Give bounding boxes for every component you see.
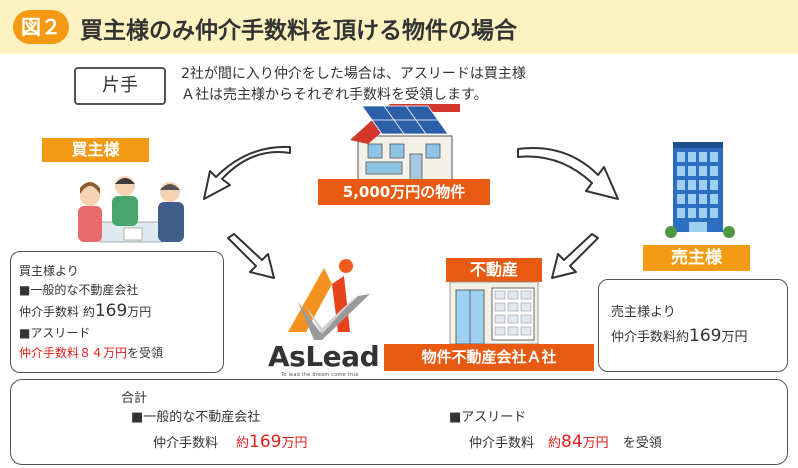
buyer-label: 買主様 — [42, 138, 149, 162]
arrow-buyer-to-aslead-icon — [227, 233, 275, 279]
seller-box-line-1: 売主様より — [611, 305, 676, 320]
agency-store-illustration — [446, 258, 542, 345]
buyer-box-line-2: ■一般的な不動産会社 — [19, 283, 139, 297]
total-general-fee: 仲介手数料 約169万円 — [153, 432, 308, 452]
total-aslead-fee: 仲介手数料約84万円を受領 — [469, 432, 662, 452]
total-general-fee-prefix: 約 — [236, 436, 250, 451]
aslead-logo-text: AsLead — [268, 340, 380, 373]
total-aslead-fee-prefix: 約 — [548, 436, 562, 451]
seller-label: 売主様 — [643, 245, 750, 271]
property-label: 5,000万円の物件 — [318, 179, 490, 205]
building-illustration — [665, 142, 735, 238]
buyer-fee-box: 買主様より ■一般的な不動産会社 仲介手数料 約169万円 ■アスリード 仲介手… — [10, 251, 224, 373]
intro-line-1: 2社が間に入り仲介をした場合は、アスリードは買主様 — [181, 66, 526, 82]
buyer-box-aslead-fee: 仲介手数料８４万円 — [19, 346, 128, 360]
total-title: 合計 — [121, 391, 148, 406]
arrow-house-to-buyer-icon — [203, 145, 291, 200]
figure-badge: 図２ — [13, 10, 69, 44]
buyer-box-fee-unit: 万円 — [127, 305, 152, 319]
intro-text: 2社が間に入り仲介をした場合は、アスリードは買主様 Ａ社は売主様からそれぞれ手数… — [181, 64, 526, 106]
aslead-logo-icon — [288, 259, 370, 340]
buyers-illustration — [78, 176, 184, 243]
buyer-box-line-4: ■アスリード — [19, 326, 91, 340]
total-aslead-fee-value: 84 — [561, 432, 583, 452]
page-title: 買主様のみ仲介手数料を頂ける物件の場合 — [80, 18, 517, 44]
tag-box: 片手 — [74, 67, 166, 105]
intro-line-2: Ａ社は売主様からそれぞれ手数料を受領します。 — [181, 87, 488, 103]
buyer-box-fee-value: 169 — [94, 301, 128, 321]
seller-box-fee-value: 169 — [689, 326, 722, 346]
total-aslead-heading: ■アスリード — [449, 410, 527, 425]
buyer-box-line-5: 仲介手数料８４万円を受領 — [19, 344, 163, 361]
house-illustration — [350, 104, 460, 181]
total-aslead-fee-label: 仲介手数料 — [469, 436, 535, 451]
buyer-box-line-3: 仲介手数料 約169万円 — [19, 301, 151, 321]
total-general-heading: ■一般的な不動産会社 — [131, 410, 261, 425]
total-general-fee-unit: 万円 — [281, 436, 308, 451]
agency-sign-text: 不動産 — [469, 260, 518, 279]
header-band: 図２ 買主様のみ仲介手数料を頂ける物件の場合 — [0, 0, 798, 54]
total-aslead-fee-unit: 万円 — [582, 436, 609, 451]
agency-label: 物件不動産会社Ａ社 — [384, 344, 594, 371]
buyer-box-line-1: 買主様より — [19, 264, 79, 278]
buyer-box-fee-prefix: 仲介手数料 約 — [19, 305, 95, 319]
seller-box-line-2: 仲介手数料約169万円 — [611, 326, 747, 346]
arrow-house-to-seller-icon — [517, 147, 619, 200]
seller-box-fee-prefix: 仲介手数料約 — [611, 330, 690, 345]
total-general-fee-label: 仲介手数料 — [153, 436, 219, 451]
buyer-box-receive: を受領 — [127, 346, 164, 360]
total-aslead-receive: を受領 — [622, 436, 662, 451]
seller-box-fee-unit: 万円 — [721, 330, 748, 345]
seller-fee-box: 売主様より 仲介手数料約169万円 — [598, 279, 788, 372]
arrow-seller-to-agency-icon — [551, 233, 599, 279]
total-box: 合計 ■一般的な不動産会社 仲介手数料約169万円 ■アスリード 仲介手数料約8… — [10, 379, 788, 465]
total-general-fee-value: 169 — [249, 432, 282, 452]
aslead-logo-tagline: To lead the dream come true — [281, 372, 359, 378]
